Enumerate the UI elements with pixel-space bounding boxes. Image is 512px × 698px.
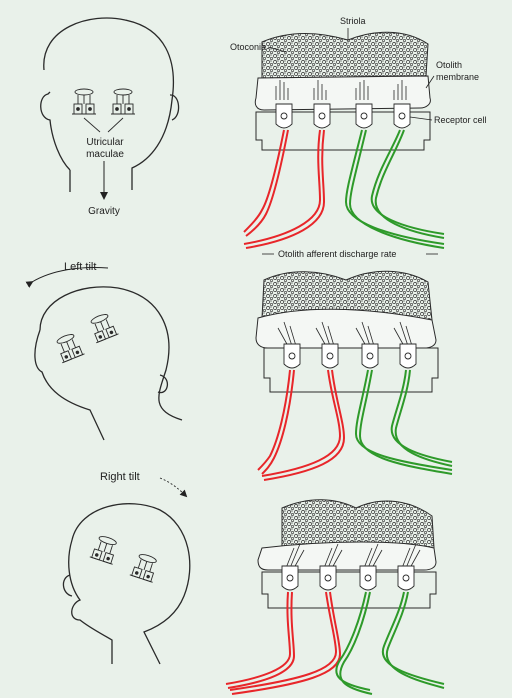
otolith-panel-right-tilt — [226, 500, 444, 694]
otoconia-layer — [282, 500, 434, 548]
otoconia-layer — [262, 32, 428, 78]
label-membrane: membrane — [436, 72, 479, 82]
label-discharge-rate: Otolith afferent discharge rate — [278, 249, 396, 259]
label-striola: Striola — [340, 16, 366, 26]
utricle-cells-upright — [72, 89, 135, 132]
label-utricular: Utricular — [86, 137, 124, 148]
utricle-cells-right-tilt — [90, 534, 160, 582]
right-tilt-arrow — [160, 478, 186, 496]
label-receptor-cell: Receptor cell — [434, 115, 487, 125]
afferent-fibers — [226, 592, 444, 694]
utricle-cells-left-tilt — [53, 312, 118, 363]
head-upright — [41, 18, 179, 192]
label-otoconia: Otoconia — [230, 42, 266, 52]
otolith-panel-left-tilt — [256, 271, 452, 480]
head-right-tilt — [63, 504, 189, 664]
label-maculae: maculae — [86, 149, 124, 160]
otolith-panel-upright — [244, 32, 444, 248]
afferent-fibers — [244, 130, 444, 248]
label-gravity: Gravity — [88, 206, 120, 217]
afferent-fibers — [258, 370, 452, 480]
label-right-tilt: Right tilt — [100, 471, 140, 483]
label-otolith: Otolith — [436, 60, 462, 70]
head-left-tilt — [35, 287, 182, 440]
label-left-tilt: Left tilt — [64, 261, 96, 273]
receptor-leader — [410, 117, 432, 120]
